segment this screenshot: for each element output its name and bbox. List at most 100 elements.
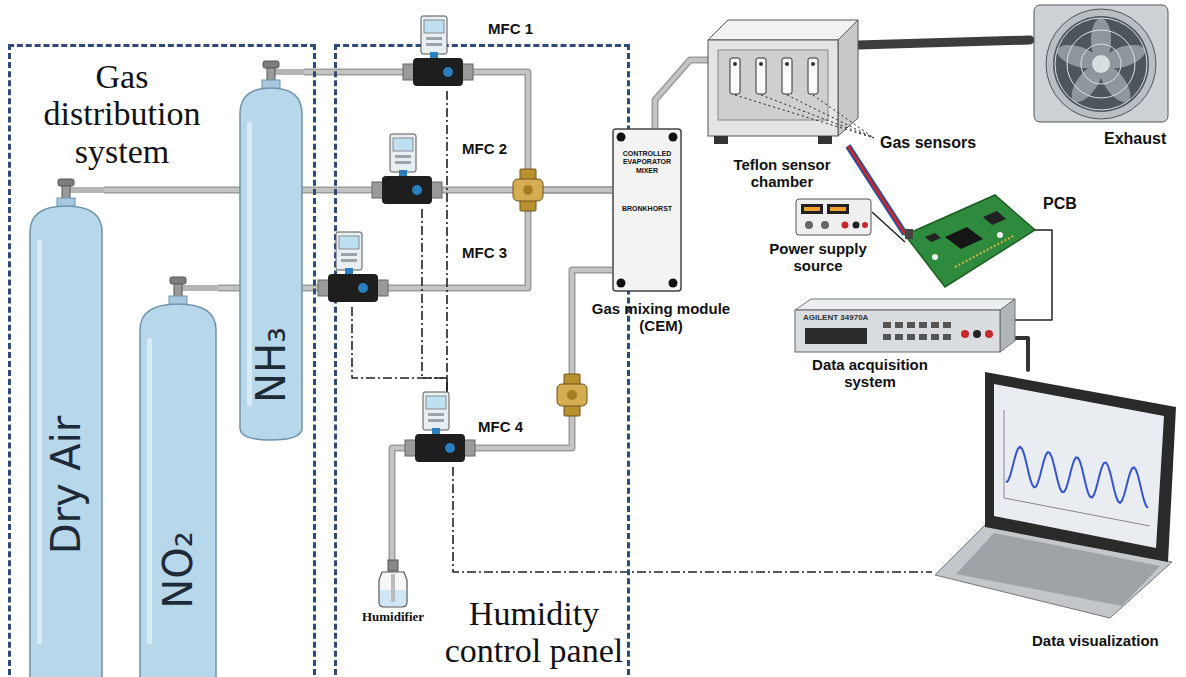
gas-cylinder: NH₃ xyxy=(238,60,304,442)
shape-line xyxy=(955,235,1015,267)
shape-rect xyxy=(919,322,927,328)
mass-flow-controller-drawing xyxy=(318,232,388,307)
shape-path xyxy=(104,187,372,194)
gas-cylinder: NO₂ xyxy=(138,276,218,677)
shape-rect xyxy=(428,413,444,416)
valve-nut xyxy=(520,200,536,211)
shape-rect xyxy=(895,322,903,328)
shape-rect xyxy=(395,161,411,164)
shape-path xyxy=(30,206,102,677)
shape-rect xyxy=(341,253,357,256)
shape-rect xyxy=(426,396,446,409)
plot-line xyxy=(1006,447,1148,508)
shape-line xyxy=(761,95,874,138)
valve-nut xyxy=(520,169,536,180)
shape-rect xyxy=(782,58,792,94)
shape-rect xyxy=(801,204,823,214)
shape-rect xyxy=(395,155,411,158)
shape-rect xyxy=(905,229,913,239)
device-text: Data acquisition system xyxy=(795,356,945,391)
shape-polygon xyxy=(985,372,1176,562)
shape-circle xyxy=(985,330,993,338)
circuit-board-drawing xyxy=(905,195,1035,288)
shape-path xyxy=(473,72,612,190)
humidifier-bottle: Humidifier xyxy=(376,560,410,608)
shape-path xyxy=(304,70,403,74)
humidifier-bottle-drawing xyxy=(376,560,410,608)
shape-rect xyxy=(943,322,951,328)
device-text: CONTROLLED EVAPORATOR MIXER xyxy=(617,150,677,175)
control-line xyxy=(422,209,447,392)
part-label: Humidifier xyxy=(352,610,434,625)
shape-rect xyxy=(931,322,939,328)
gas-pipe xyxy=(104,190,372,191)
data-logger: AGILENT 34970AData acquisition system xyxy=(795,298,1015,352)
part-label: Exhaust xyxy=(1104,130,1166,148)
shape-path xyxy=(858,40,1030,45)
shape-rect xyxy=(804,207,820,211)
region-title: Humidity control panel xyxy=(439,595,629,670)
mass-flow-controller: MFC 3 xyxy=(318,232,388,307)
region-title: Gas distribution system xyxy=(17,58,227,170)
shape-path xyxy=(392,448,405,560)
shape-rect xyxy=(830,207,846,211)
valve-nut xyxy=(564,405,580,416)
shape-rect xyxy=(413,58,463,86)
part-label: PCB xyxy=(1043,195,1077,213)
circuit-board: PCB xyxy=(905,195,1035,288)
shape-circle xyxy=(1081,44,1121,84)
shape-line xyxy=(1004,498,1150,526)
shape-line xyxy=(735,95,874,138)
shape-rect xyxy=(271,69,304,75)
shape-rect xyxy=(805,328,867,344)
control-line xyxy=(453,467,932,572)
valve-nut xyxy=(564,374,580,385)
shape-circle xyxy=(811,62,815,66)
shape-rect xyxy=(907,322,915,328)
part-label: Data visualization xyxy=(1032,632,1159,649)
shape-path xyxy=(392,448,405,560)
shape-rect xyxy=(328,274,378,302)
shape-circle xyxy=(1055,18,1147,110)
signal-wire xyxy=(1015,230,1052,320)
mfc-label: MFC 2 xyxy=(462,140,507,157)
mass-flow-controller: MFC 2 xyxy=(372,134,442,209)
shape-rect xyxy=(66,187,104,193)
shape-path xyxy=(655,60,708,128)
gas-pipe xyxy=(655,60,708,128)
exhaust-fan-drawing xyxy=(1030,4,1172,124)
shape-polygon xyxy=(708,20,858,40)
shape-line xyxy=(787,95,874,138)
shape-circle xyxy=(853,222,860,229)
shape-rect xyxy=(714,136,728,144)
shape-rect xyxy=(895,334,903,340)
gas-name: Dry Air xyxy=(46,416,86,555)
shape-circle xyxy=(961,330,969,338)
shape-rect xyxy=(263,61,279,68)
valve-center xyxy=(567,390,577,400)
shape-path xyxy=(379,572,407,607)
mixing-valve xyxy=(513,169,543,211)
shape-path xyxy=(140,304,216,677)
gas-pipe xyxy=(473,72,612,190)
control-line xyxy=(352,307,447,392)
shape-rect xyxy=(795,310,1000,352)
shape-rect xyxy=(1034,5,1168,122)
shape-rect xyxy=(919,334,927,340)
shape-circle xyxy=(821,221,829,229)
shape-circle xyxy=(445,443,455,453)
mass-flow-controller-drawing xyxy=(372,134,442,209)
shape-circle xyxy=(1046,9,1156,119)
shape-circle xyxy=(617,279,626,288)
shape-rect xyxy=(428,419,444,422)
gas-pipe xyxy=(475,270,612,448)
mass-flow-controller-drawing xyxy=(405,392,475,467)
gas-pipe xyxy=(304,72,403,73)
shape-rect xyxy=(827,204,849,214)
shape-polygon xyxy=(838,20,858,136)
part-label: Power supply source xyxy=(758,240,878,275)
shape-circle xyxy=(617,133,626,142)
shape-circle xyxy=(358,283,368,293)
shape-circle xyxy=(1092,55,1110,73)
